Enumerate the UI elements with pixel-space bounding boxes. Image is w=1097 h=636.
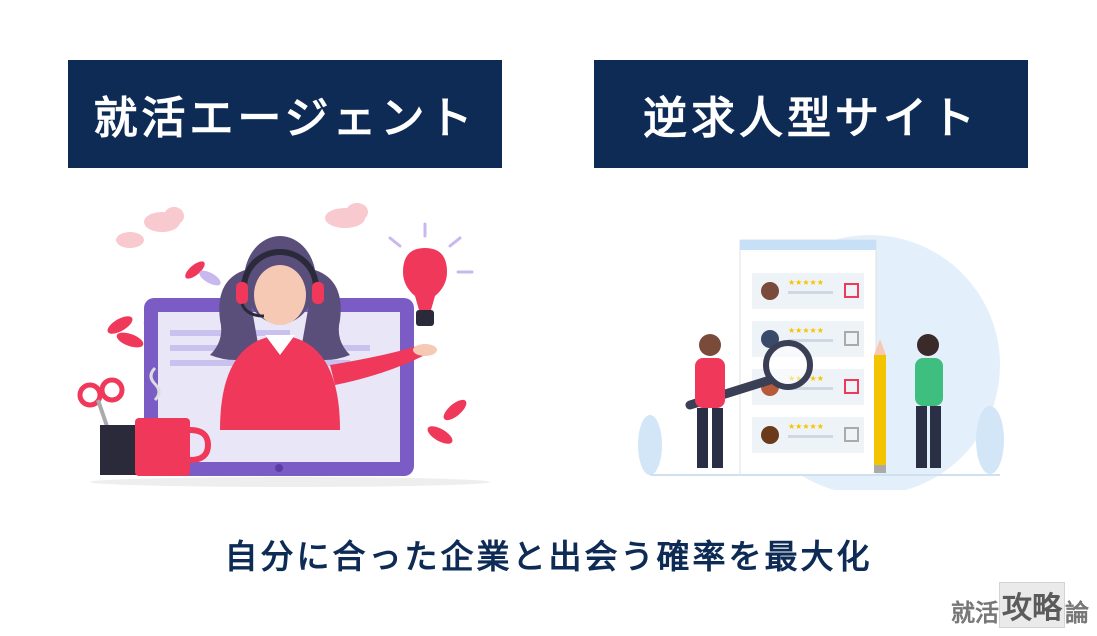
headset-agent-illustration — [77, 203, 490, 487]
reverse-recruit-label-box: 逆求人型サイト — [594, 60, 1028, 168]
tagline-text: 自分に合った企業と出会う確率を最大化 — [224, 537, 873, 576]
profile-review-illustration: ★★★★★ ★★★★★ ★★★★★ ★★★★★ — [638, 235, 1004, 490]
svg-text:★★★★★: ★★★★★ — [788, 278, 824, 287]
logo-part-3: 論 — [1065, 598, 1089, 627]
agent-label-box: 就活エージェント — [68, 60, 502, 168]
cloud-icon — [116, 203, 368, 248]
site-logo: 就活 攻略 論 — [951, 582, 1089, 628]
man-icon — [695, 334, 725, 468]
leaf-icon — [107, 261, 205, 348]
pencil-icon — [874, 339, 886, 473]
svg-text:★★★★★: ★★★★★ — [788, 326, 824, 335]
lightbulb-icon — [388, 222, 474, 326]
woman-icon — [915, 334, 943, 468]
pen-holder-icon — [100, 425, 140, 475]
logo-part-2: 攻略 — [999, 582, 1065, 628]
profile-card: ★★★★★ — [752, 273, 864, 309]
agent-person-icon — [210, 236, 437, 430]
mug-icon — [135, 366, 212, 476]
reverse-recruit-label-text: 逆求人型サイト — [643, 93, 979, 144]
logo-part-1: 就活 — [951, 598, 999, 627]
agent-label-text: 就活エージェント — [93, 93, 477, 144]
svg-text:★★★★★: ★★★★★ — [788, 422, 824, 431]
